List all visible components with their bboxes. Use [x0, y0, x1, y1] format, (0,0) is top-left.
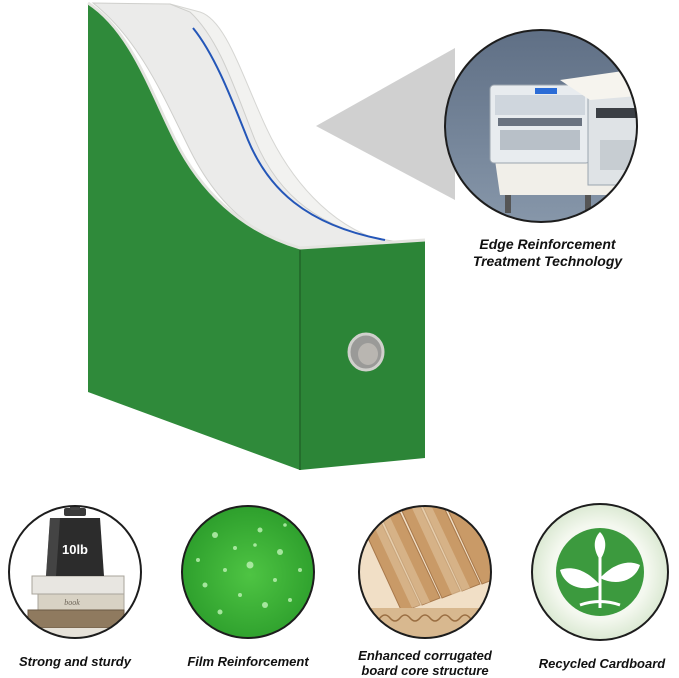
feature-label-film: Film Reinforcement [187, 654, 309, 669]
feature-corrugated-image [358, 505, 492, 639]
callout-label: Edge Reinforcement Treatment Technology [440, 236, 655, 270]
box-green-side [88, 3, 300, 470]
feature-label-corrugated: Enhanced corrugated board core structure [358, 648, 492, 678]
callout-cone [316, 48, 455, 200]
feature-label-recycled: Recycled Cardboard [538, 656, 666, 671]
feature-recycled-image [531, 503, 669, 641]
callout-line-2: Treatment Technology [472, 253, 623, 269]
weight-label: 10lb [62, 542, 88, 557]
feature-strong-image: 10lb book [8, 505, 142, 639]
magazine-file-box [87, 1, 426, 470]
box-blue-liner [192, 27, 386, 241]
callout-line-1: Edge Reinforcement [479, 236, 616, 252]
leaf-icon [560, 532, 640, 608]
box-finger-hole [347, 332, 385, 372]
feature-label-strong: Strong and sturdy [19, 654, 131, 669]
machine-image [444, 29, 638, 223]
feature-film-image [181, 505, 315, 639]
book-spine-label: book [64, 598, 80, 607]
